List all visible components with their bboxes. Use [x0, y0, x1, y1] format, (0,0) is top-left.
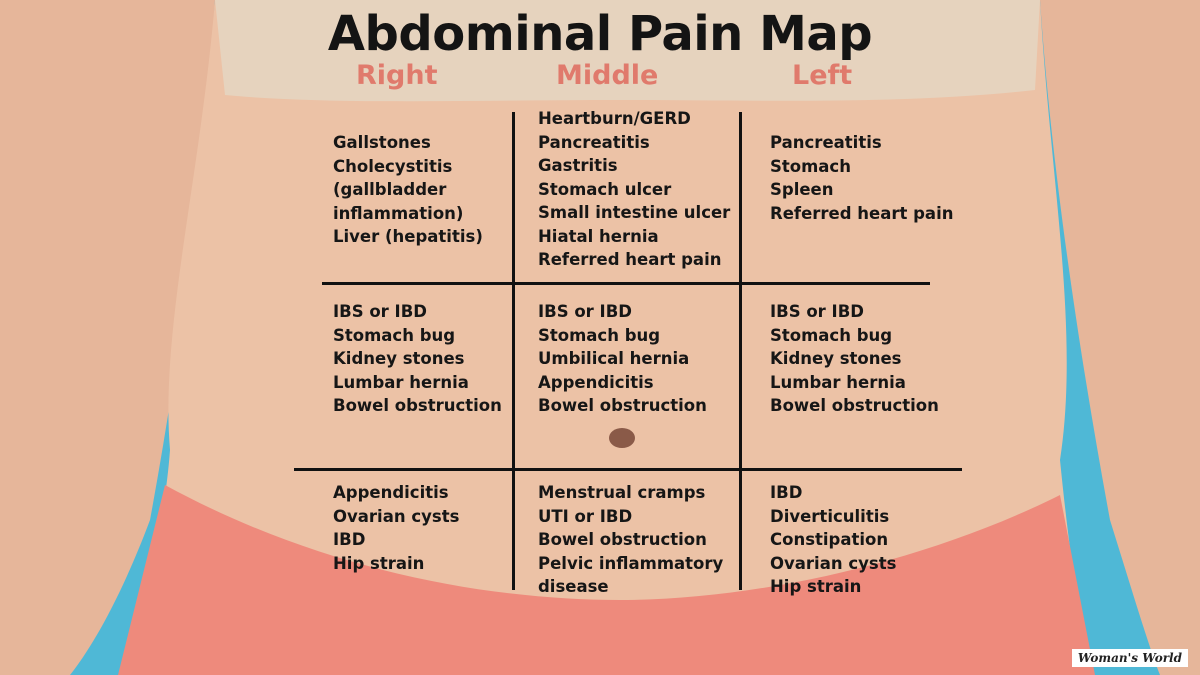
condition-item: Diverticulitis	[770, 506, 890, 526]
condition-item: Stomach	[770, 156, 851, 176]
condition-item: IBD	[333, 530, 366, 549]
condition-item: Spleen	[770, 180, 834, 199]
condition-item: inflammation)	[333, 203, 464, 223]
condition-item: Gallstones	[333, 133, 431, 152]
grid-divider-vertical-2	[739, 112, 742, 590]
condition-item: Liver (hepatitis)	[333, 227, 483, 246]
cell-middle-right: IBS or IBD Stomach bug Kidney stones Lum…	[333, 300, 502, 418]
condition-item: IBS or IBD	[538, 302, 632, 321]
cell-middle-left: IBS or IBD Stomach bug Kidney stones Lum…	[770, 300, 939, 418]
condition-item: Pancreatitis	[538, 132, 650, 152]
cell-lower-right: Appendicitis Ovarian cysts IBD Hip strai…	[333, 481, 459, 575]
condition-item: Pancreatitis	[770, 133, 882, 152]
cell-upper-left: Pancreatitis Stomach Spleen Referred hea…	[770, 131, 953, 225]
brand-watermark: Woman's World	[1071, 649, 1188, 667]
condition-item: Referred heart pain	[538, 250, 722, 269]
condition-item: Ovarian cysts	[770, 553, 897, 573]
condition-item: Lumbar hernia	[333, 372, 469, 392]
condition-item: Appendicitis	[333, 483, 449, 502]
condition-item: Stomach bug	[333, 325, 456, 345]
condition-item: IBS or IBD	[333, 302, 427, 321]
torso	[130, 0, 1090, 675]
right-arm	[1040, 0, 1200, 675]
condition-item: Bowel obstruction	[333, 396, 502, 415]
left-arm	[0, 0, 215, 675]
condition-item: Stomach bug	[538, 325, 661, 345]
condition-item: Lumbar hernia	[770, 372, 906, 392]
condition-item: Menstrual cramps	[538, 483, 706, 502]
condition-item: Constipation	[770, 530, 889, 549]
condition-item: Kidney stones	[333, 349, 465, 368]
condition-item: Stomach bug	[770, 325, 893, 345]
condition-item: Gastritis	[538, 156, 618, 175]
grid-divider-horizontal-2	[294, 468, 962, 471]
grid-divider-vertical-1	[512, 112, 515, 590]
condition-item: Hiatal hernia	[538, 226, 659, 246]
condition-item: Umbilical hernia	[538, 349, 690, 368]
page-title: Abdominal Pain Map	[327, 6, 873, 62]
condition-item: Heartburn/GERD	[538, 109, 691, 128]
condition-item: Bowel obstruction	[538, 530, 707, 549]
cell-upper-right: Gallstones Cholecystitis (gallbladder in…	[333, 131, 483, 249]
condition-item: IBD	[770, 483, 803, 502]
cell-center: IBS or IBD Stomach bug Umbilical hernia …	[538, 300, 707, 418]
column-header-left: Left	[792, 60, 853, 91]
grid-divider-horizontal-1	[322, 282, 930, 285]
column-header-middle: Middle	[556, 60, 659, 91]
condition-item: IBS or IBD	[770, 302, 864, 321]
condition-item: Bowel obstruction	[538, 396, 707, 415]
condition-item: Bowel obstruction	[770, 396, 939, 415]
condition-item: Appendicitis	[538, 372, 654, 392]
condition-item: (gallbladder	[333, 180, 447, 199]
cell-lower-left: IBD Diverticulitis Constipation Ovarian …	[770, 481, 896, 599]
condition-item: Ovarian cysts	[333, 506, 460, 526]
condition-item: Cholecystitis	[333, 156, 453, 176]
column-header-right: Right	[356, 60, 438, 91]
condition-item: UTI or IBD	[538, 506, 633, 526]
cell-upper-middle: Heartburn/GERD Pancreatitis Gastritis St…	[538, 107, 730, 272]
navel	[609, 428, 635, 448]
condition-item: Hip strain	[770, 577, 862, 596]
condition-item: Hip strain	[333, 553, 425, 573]
condition-item: disease	[538, 577, 609, 596]
cell-lower-middle: Menstrual cramps UTI or IBD Bowel obstru…	[538, 481, 723, 599]
condition-item: Referred heart pain	[770, 203, 954, 223]
crop-top	[215, 0, 1040, 102]
condition-item: Small intestine ulcer	[538, 203, 731, 222]
condition-item: Pelvic inflammatory	[538, 553, 724, 573]
condition-item: Stomach ulcer	[538, 179, 672, 199]
shorts	[118, 485, 1095, 675]
condition-item: Kidney stones	[770, 349, 902, 368]
